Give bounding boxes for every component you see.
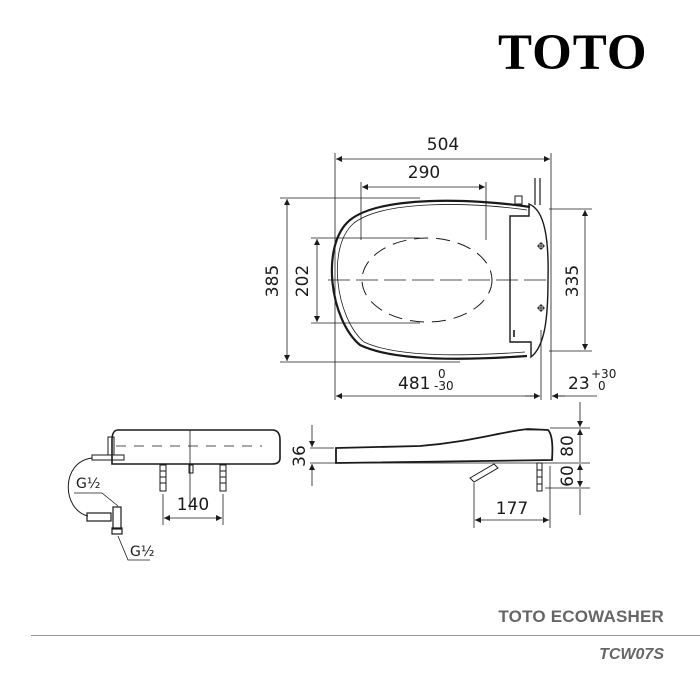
top-view (328, 178, 552, 360)
seat-opening (361, 237, 493, 323)
model-number: TCW07S (599, 646, 664, 663)
dim-seat-depth-tol-upper: 0 (438, 367, 446, 381)
seat-outline (330, 199, 531, 360)
dim-overall-length: 504 (427, 135, 459, 155)
hose (67, 457, 93, 517)
dim-bolt-length: 60 (558, 465, 578, 487)
dim-rear-offset-tol-upper: +30 (591, 367, 616, 381)
brand-logo: TOTO (498, 25, 648, 81)
dim-opening-length: 290 (408, 163, 440, 183)
dim-rear-offset-tol-lower: 0 (598, 379, 606, 393)
dim-mount-plate-width: 335 (563, 265, 583, 297)
bolt-icon (536, 462, 543, 492)
mount-point-icon (537, 242, 545, 312)
side-view (309, 402, 590, 528)
valve-thread-label: G½ (130, 544, 154, 560)
bolt-icon (159, 464, 227, 492)
dim-opening-width: 202 (293, 265, 313, 297)
product-name: TOTO ECOWASHER (498, 607, 664, 626)
seat-side-outline (335, 428, 554, 464)
dim-rear-height: 80 (558, 435, 578, 457)
front-view (67, 429, 281, 561)
dim-seat-depth-tol-lower: -30 (434, 379, 454, 393)
dim-seat-depth: 481 (398, 374, 430, 394)
valve-icon (86, 506, 123, 535)
hose-thread-label: G½ (76, 476, 100, 492)
dim-rear-offset: 23 (568, 374, 590, 394)
dim-bolt-to-hose: 177 (496, 499, 528, 519)
dim-bolt-spacing: 140 (177, 495, 209, 515)
rear-unit (509, 202, 549, 359)
dim-seat-width: 385 (263, 265, 283, 297)
footer-divider (31, 635, 700, 636)
seat-front-outline (111, 429, 281, 465)
dim-seat-thickness: 36 (290, 445, 310, 467)
